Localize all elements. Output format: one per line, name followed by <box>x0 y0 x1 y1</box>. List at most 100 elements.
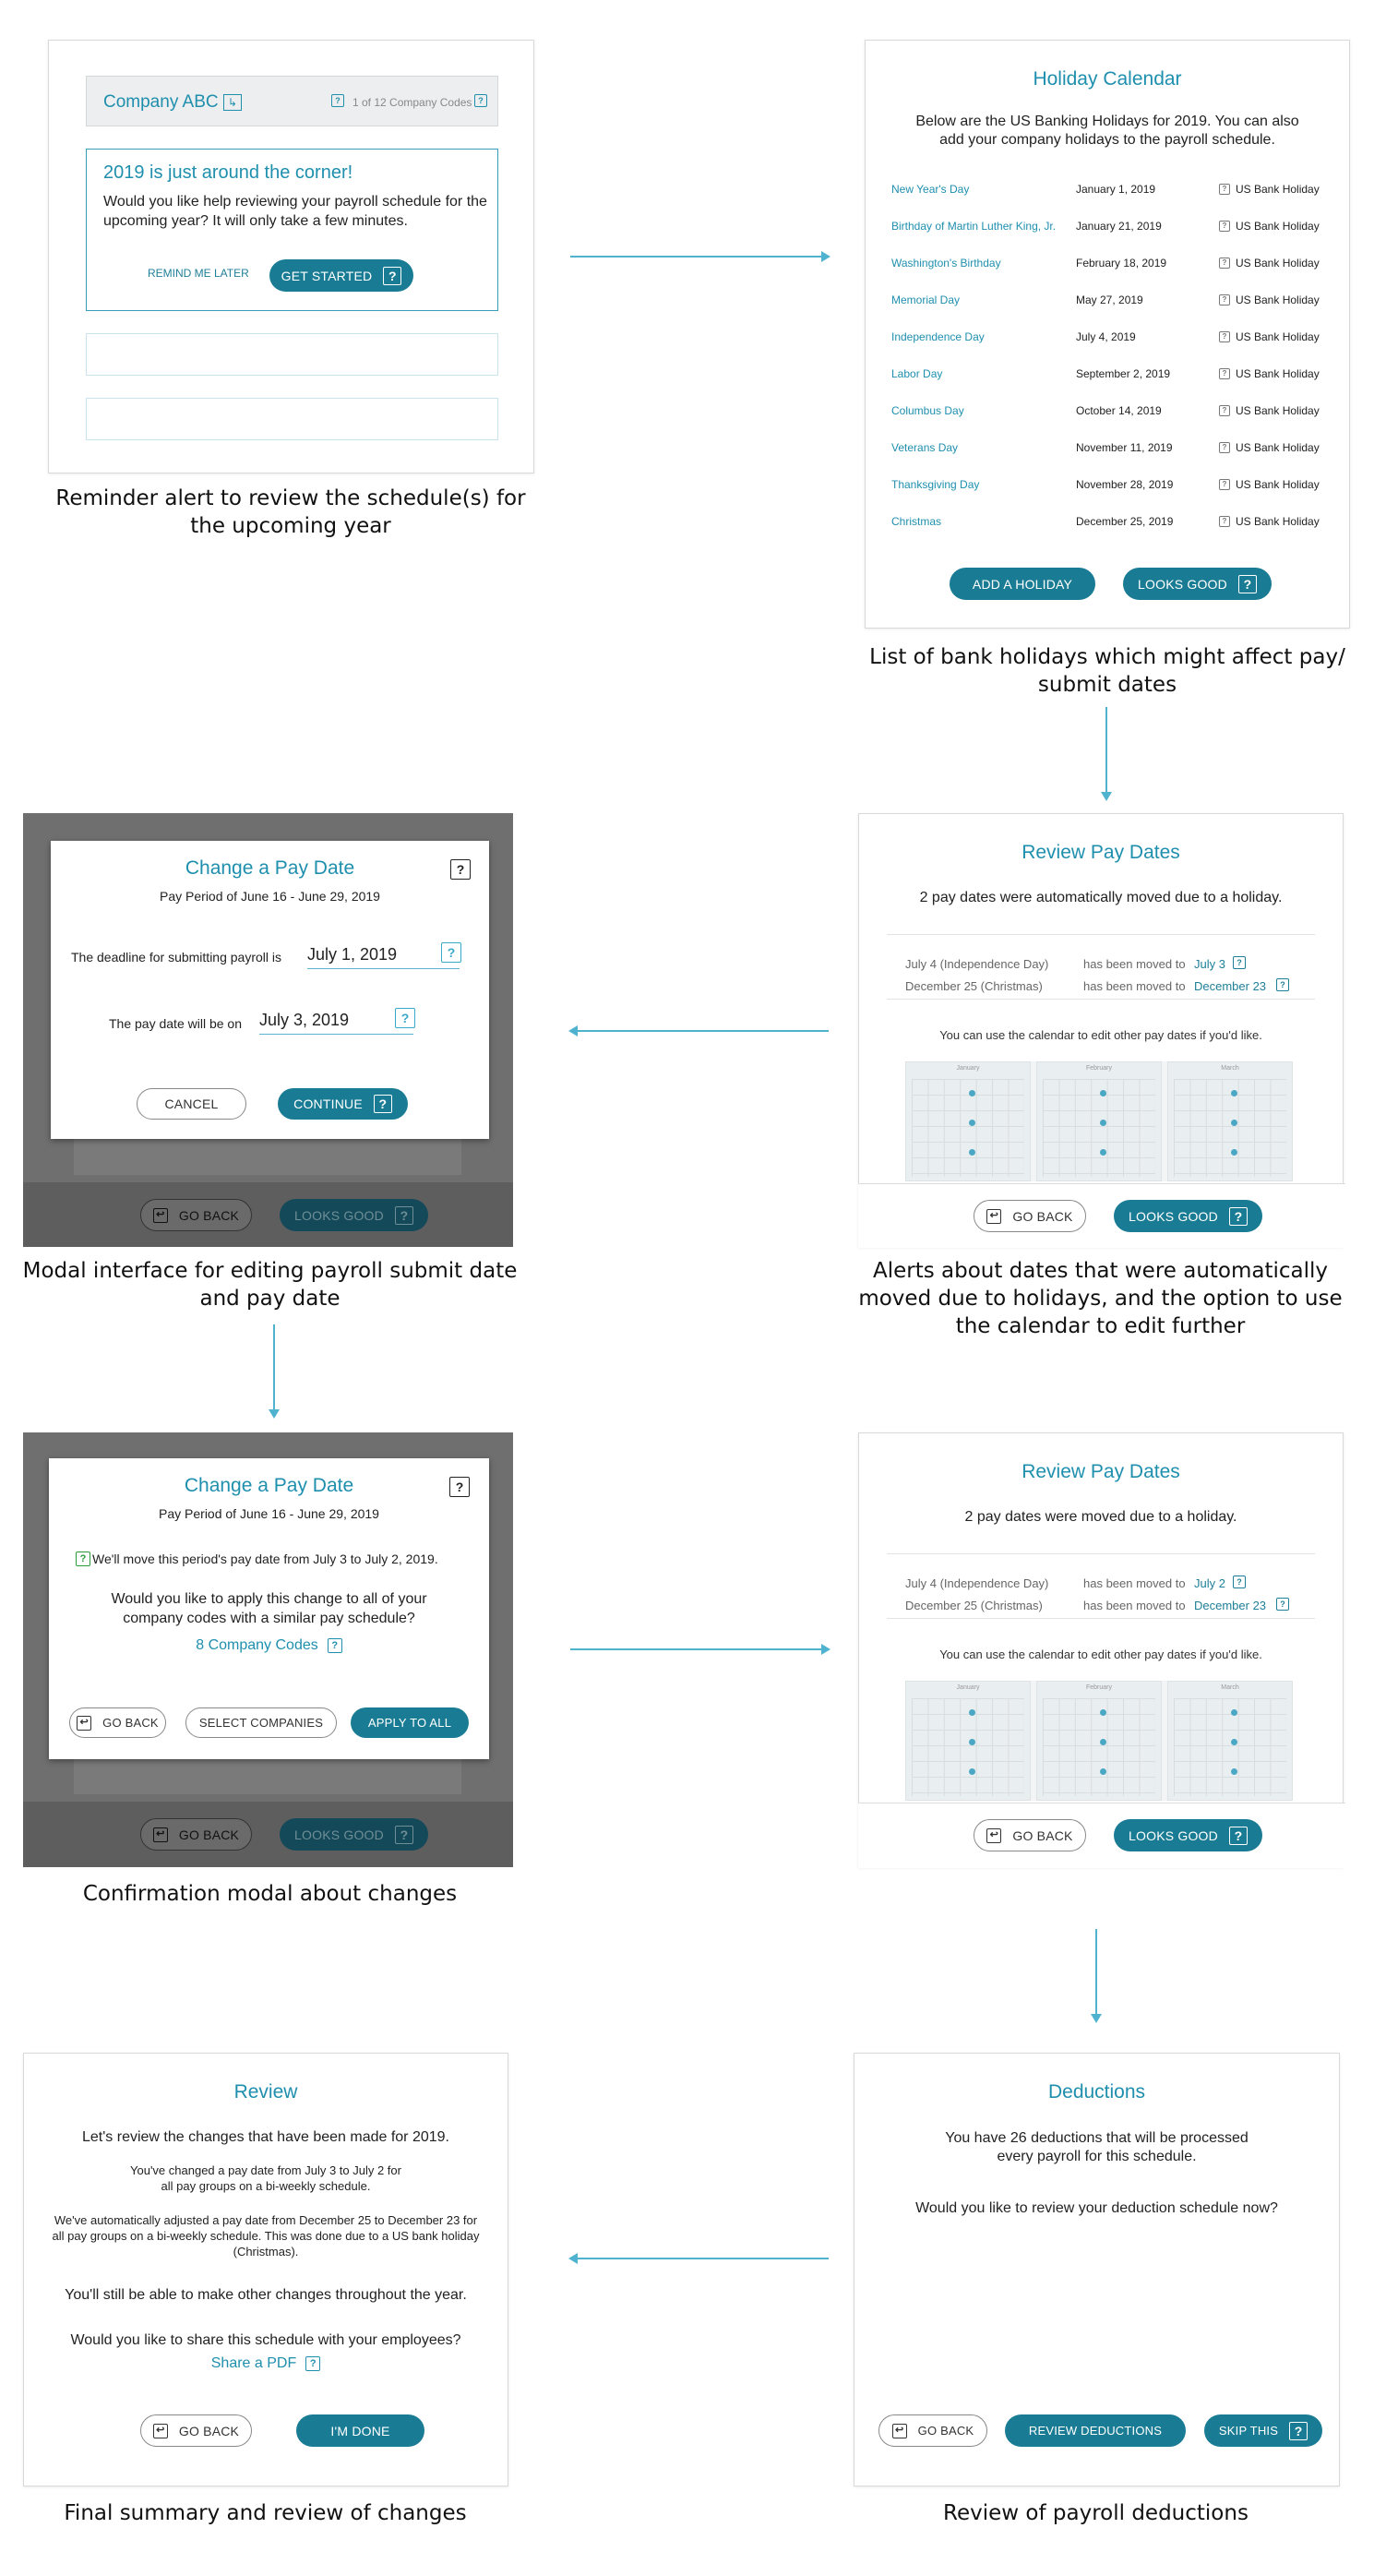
pay-date-marker[interactable] <box>969 1090 975 1096</box>
holiday-row[interactable]: Birthday of Martin Luther King, Jr.Janua… <box>891 216 1331 236</box>
moved-to-date[interactable]: December 23 <box>1194 979 1267 993</box>
done-button[interactable]: I'M DONE <box>296 2414 424 2447</box>
paydate-field[interactable]: July 3, 2019 <box>259 1011 413 1035</box>
pay-date-marker[interactable] <box>1100 1739 1106 1745</box>
pay-date-marker[interactable] <box>1100 1768 1106 1775</box>
holiday-label: July 4 (Independence Day) <box>905 1576 1049 1590</box>
review-summary: 2 pay dates were automatically moved due… <box>919 890 1283 905</box>
flow-arrow <box>570 1644 830 1655</box>
deadline-field[interactable]: July 1, 2019 <box>307 945 460 969</box>
go-back-button[interactable]: ↩ GO BACK <box>140 2414 252 2447</box>
caption-final: Final summary and review of changes <box>64 2501 467 2525</box>
calendar-grid[interactable] <box>1043 1079 1155 1177</box>
looks-good-button[interactable]: LOOKS GOOD ? <box>1114 1200 1262 1232</box>
calendar-grid[interactable] <box>912 1698 1024 1796</box>
calendar-grid[interactable] <box>912 1079 1024 1177</box>
looks-good-button[interactable]: LOOKS GOOD ? <box>280 1199 428 1231</box>
pay-date-marker[interactable] <box>1100 1149 1106 1156</box>
continue-button[interactable]: CONTINUE ? <box>278 1088 408 1120</box>
go-back-button[interactable]: ↩ GO BACK <box>140 1818 252 1851</box>
skip-button[interactable]: SKIP THIS ? <box>1204 2414 1322 2447</box>
pay-date-marker[interactable] <box>1231 1149 1237 1156</box>
help-icon[interactable]: ? <box>1276 1598 1289 1611</box>
help-icon[interactable]: ? <box>1276 978 1289 991</box>
moved-to-date[interactable]: July 3 <box>1194 957 1225 971</box>
pay-date-marker[interactable] <box>969 1149 975 1156</box>
pay-date-marker[interactable] <box>1231 1090 1237 1096</box>
flow-arrow <box>570 251 830 262</box>
go-back-button[interactable]: ↩ GO BACK <box>974 1819 1086 1851</box>
review-title: Review Pay Dates <box>1022 842 1180 863</box>
company-header[interactable]: Company ABC ↳ ? 1 of 12 Company Codes ? <box>86 76 498 126</box>
calendar-grid[interactable] <box>1043 1698 1155 1796</box>
go-back-button[interactable]: ↩ GO BACK <box>878 2414 987 2447</box>
switch-company-icon[interactable]: ↳ <box>223 94 242 111</box>
looks-good-button[interactable]: LOOKS GOOD ? <box>1123 568 1272 600</box>
go-back-button[interactable]: ↩ GO BACK <box>974 1200 1086 1232</box>
help-icon: ? <box>1289 2421 1308 2440</box>
help-icon: ? <box>1237 574 1257 593</box>
help-icon[interactable]: ? <box>1233 1576 1246 1588</box>
review-deductions-label: REVIEW DEDUCTIONS <box>1028 2424 1163 2438</box>
pay-date-marker[interactable] <box>969 1768 975 1775</box>
moved-label: has been moved to <box>1083 1576 1186 1590</box>
pay-date-marker[interactable] <box>1231 1120 1237 1126</box>
help-icon[interactable]: ? <box>331 94 344 107</box>
pay-date-marker[interactable] <box>969 1739 975 1745</box>
holiday-date: December 25, 2019 <box>1076 515 1174 528</box>
go-back-button[interactable]: ↩ GO BACK <box>140 1199 252 1231</box>
go-back-button[interactable]: ↩ GO BACK <box>69 1707 166 1738</box>
apply-to-all-button[interactable]: APPLY TO ALL <box>351 1707 469 1738</box>
modal-title: Change a Pay Date <box>184 1475 354 1496</box>
company-help-icon[interactable]: ? <box>474 94 487 107</box>
add-holiday-button[interactable]: ADD A HOLIDAY <box>950 568 1095 600</box>
pay-period: Pay Period of June 16 - June 29, 2019 <box>160 889 380 904</box>
review-deductions-button[interactable]: REVIEW DEDUCTIONS <box>1005 2414 1186 2447</box>
calendar-help-icon[interactable]: ? <box>395 1008 415 1028</box>
holiday-label: July 4 (Independence Day) <box>905 957 1049 971</box>
calendar-grid[interactable] <box>1174 1698 1286 1796</box>
pay-date-marker[interactable] <box>969 1120 975 1126</box>
pay-date-marker[interactable] <box>1100 1120 1106 1126</box>
pay-date-marker[interactable] <box>1231 1739 1237 1745</box>
pay-date-marker[interactable] <box>1231 1768 1237 1775</box>
share-pdf-link[interactable]: Share a PDF ? <box>24 2355 508 2372</box>
get-started-button[interactable]: GET STARTED ? <box>269 259 413 292</box>
looks-good-button[interactable]: LOOKS GOOD ? <box>280 1818 428 1851</box>
pay-date-marker[interactable] <box>969 1709 975 1716</box>
moved-to-date[interactable]: July 2 <box>1194 1576 1225 1590</box>
company-codes-link[interactable]: 8 Company Codes ? <box>49 1637 489 1654</box>
change-notice: ? We'll move this period's pay date from… <box>76 1552 438 1566</box>
moved-to-date[interactable]: December 23 <box>1194 1599 1267 1612</box>
help-icon[interactable]: ? <box>449 1477 470 1497</box>
holiday-name: Christmas <box>891 515 942 528</box>
deductions-question: Would you like to review your deduction … <box>915 2200 1278 2216</box>
pay-date-marker[interactable] <box>1100 1090 1106 1096</box>
looks-good-button[interactable]: LOOKS GOOD ? <box>1114 1819 1262 1851</box>
share-question: Would you like to share this schedule wi… <box>70 2332 461 2348</box>
help-icon[interactable]: ? <box>450 859 471 880</box>
deadline-label: The deadline for submitting payroll is <box>71 950 282 965</box>
pay-date-marker[interactable] <box>1100 1709 1106 1716</box>
remind-later-button[interactable]: REMIND ME LATER <box>148 267 249 280</box>
cancel-button[interactable]: CANCEL <box>137 1088 246 1120</box>
pay-date-marker[interactable] <box>1231 1709 1237 1716</box>
continue-label: CONTINUE <box>293 1096 363 1111</box>
calendar-help-icon[interactable]: ? <box>441 942 461 963</box>
company-name: Company ABC <box>103 92 219 112</box>
calendar-grid[interactable] <box>1174 1079 1286 1177</box>
holiday-date: January 21, 2019 <box>1076 220 1162 233</box>
select-companies-button[interactable]: SELECT COMPANIES <box>185 1707 337 1738</box>
help-icon[interactable]: ? <box>1233 956 1246 969</box>
